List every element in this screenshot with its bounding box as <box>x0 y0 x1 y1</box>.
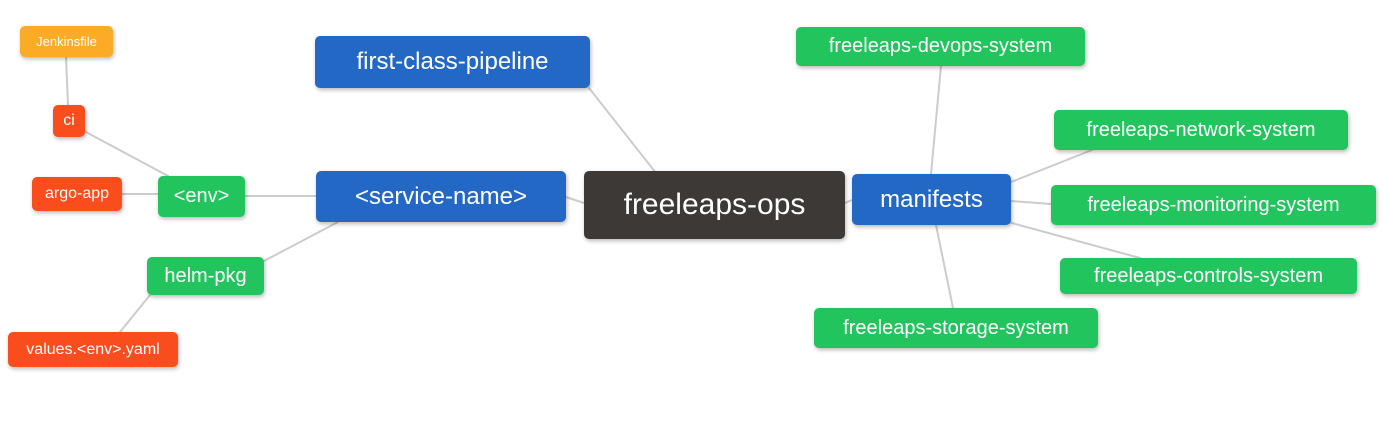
edge-manifests-network <box>1010 149 1093 183</box>
node-service-name[interactable]: <service-name> <box>316 171 566 222</box>
edge-service-name-root <box>565 196 585 204</box>
node-freeleaps-monitoring-system[interactable]: freeleaps-monitoring-system <box>1051 185 1376 225</box>
node-freeleaps-network-system[interactable]: freeleaps-network-system <box>1054 110 1348 150</box>
edge-manifests-controls <box>1007 221 1141 259</box>
node-first-class-pipeline[interactable]: first-class-pipeline <box>315 36 590 88</box>
edge-helm-pkg-values <box>119 294 151 333</box>
edge-jenkinsfile-ci <box>65 56 69 106</box>
node-freeleaps-controls-system[interactable]: freeleaps-controls-system <box>1060 258 1357 294</box>
node-helm-pkg[interactable]: helm-pkg <box>147 257 264 295</box>
node-env[interactable]: <env> <box>158 176 245 217</box>
edge-first-class-pipeline-root <box>588 87 657 174</box>
edge-manifests-devops <box>930 65 942 175</box>
edge-root-manifests <box>844 199 853 204</box>
node-manifests[interactable]: manifests <box>852 174 1011 225</box>
node-values-env-yaml[interactable]: values.<env>.yaml <box>8 332 178 367</box>
node-ci[interactable]: ci <box>53 105 85 137</box>
edge-ci-env <box>83 130 169 177</box>
node-freeleaps-ops-root[interactable]: freeleaps-ops <box>584 171 845 239</box>
node-jenkinsfile[interactable]: Jenkinsfile <box>20 26 113 57</box>
edge-service-name-helm-pkg <box>263 221 339 262</box>
edge-manifests-storage <box>935 224 954 309</box>
node-argo-app[interactable]: argo-app <box>32 177 122 211</box>
node-freeleaps-storage-system[interactable]: freeleaps-storage-system <box>814 308 1098 348</box>
node-freeleaps-devops-system[interactable]: freeleaps-devops-system <box>796 27 1085 66</box>
edge-manifests-monitoring <box>1010 200 1052 205</box>
